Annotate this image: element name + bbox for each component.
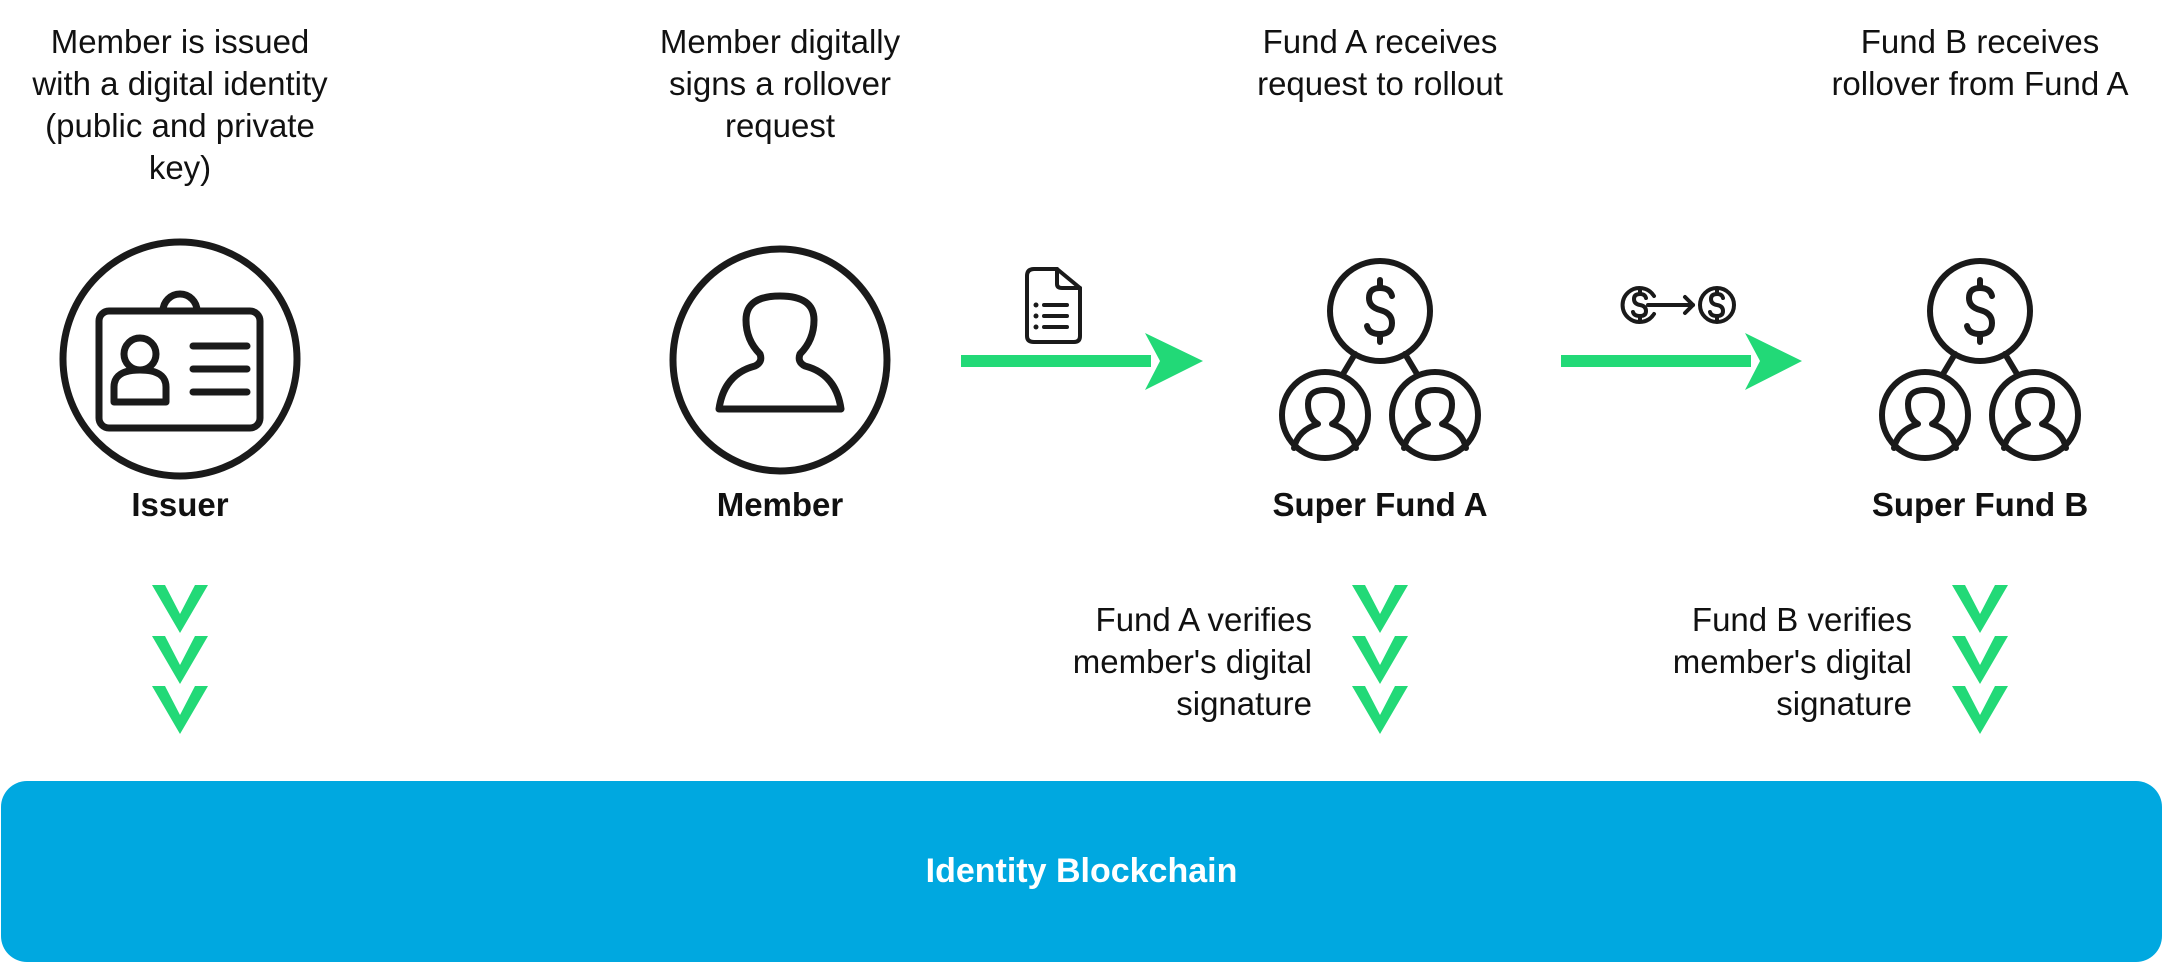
fund-b-caption: Fund B receives rollover from Fund A — [1790, 21, 2163, 105]
caption-line: Member digitally — [659, 23, 901, 60]
member-label: Member — [716, 486, 844, 523]
caption-line: request — [724, 107, 836, 144]
verify-line: signature — [1776, 685, 1912, 722]
caption-line: signs a rollover — [669, 65, 891, 102]
blockchain-label: Identity Blockchain — [925, 852, 1238, 890]
fund-b-verify-text: Fund B verifies member's digital signatu… — [1673, 599, 1912, 725]
verify-line: Fund B verifies — [1691, 601, 1912, 638]
verify-line: member's digital — [1072, 643, 1312, 680]
caption-line: Fund B receives — [1860, 23, 2100, 60]
fund-b-label: Super Fund B — [1871, 486, 2089, 523]
caption-line: (public and private — [45, 107, 315, 144]
identity-blockchain-bar: Identity Blockchain — [1, 781, 2162, 962]
fund-a-verify-text: Fund A verifies member's digital signatu… — [1073, 599, 1312, 725]
verify-line: member's digital — [1672, 643, 1912, 680]
caption-line: with a digital identity — [32, 65, 328, 102]
member-caption: Member digitally signs a rollover reques… — [600, 21, 960, 147]
caption-line: request to rollout — [1257, 65, 1503, 102]
verify-line: signature — [1176, 685, 1312, 722]
caption-line: key) — [148, 149, 212, 186]
caption-line: Member is issued — [50, 23, 310, 60]
fund-a-caption: Fund A receives request to rollout — [1200, 21, 1560, 105]
caption-line: Fund A receives — [1262, 23, 1498, 60]
caption-line: rollover from Fund A — [1831, 65, 2129, 102]
issuer-label: Issuer — [131, 486, 229, 523]
fund-a-label: Super Fund A — [1272, 486, 1488, 523]
verify-line: Fund A verifies — [1095, 601, 1312, 638]
issuer-caption: Member is issued with a digital identity… — [0, 21, 360, 189]
